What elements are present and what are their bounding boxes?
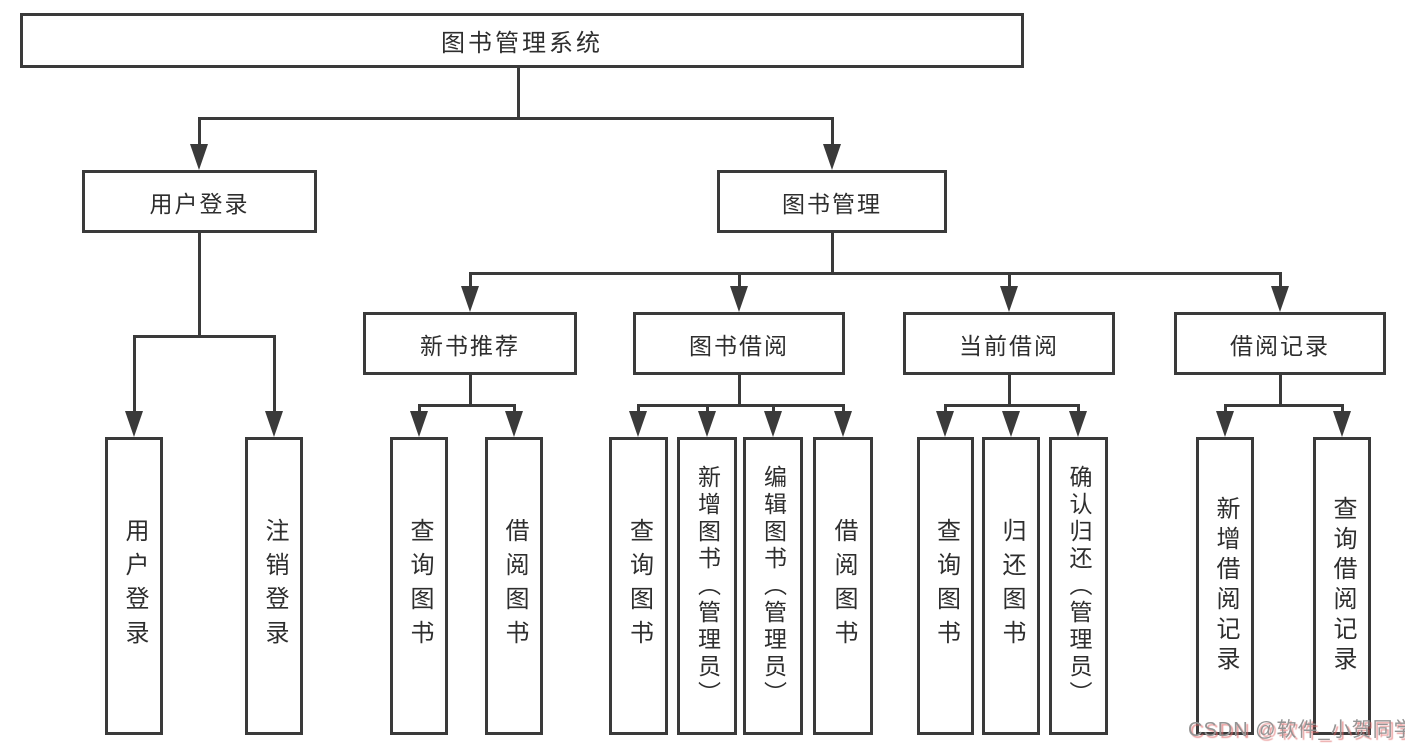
connector-line bbox=[705, 404, 709, 416]
connector-line bbox=[1007, 272, 1011, 290]
node-book-borrowing-label: 图书借阅 bbox=[689, 332, 789, 359]
node-current-borrowing-label: 当前借阅 bbox=[959, 332, 1059, 359]
leaf-logout: 注销登录 bbox=[245, 437, 303, 735]
leaf-newbooks-query-books: 查询图书 bbox=[390, 437, 448, 735]
leaf-borrowing-borrow-books: 借阅图书 bbox=[813, 437, 873, 735]
connector-line bbox=[272, 335, 276, 415]
connector-line bbox=[132, 335, 276, 338]
node-borrowing-records: 借阅记录 bbox=[1174, 312, 1386, 375]
arrowhead bbox=[834, 411, 852, 437]
leaf-current-query-books: 查询图书 bbox=[917, 437, 974, 735]
connector-line bbox=[1278, 272, 1282, 290]
connector-line bbox=[417, 404, 516, 407]
node-book-borrowing: 图书借阅 bbox=[633, 312, 845, 375]
node-book-management-label: 图书管理 bbox=[782, 190, 882, 217]
leaf-current-return-books-label: 归还图书 bbox=[998, 518, 1025, 654]
leaf-records-query-record-label: 查询借阅记录 bbox=[1329, 496, 1356, 676]
node-new-book-recommend: 新书推荐 bbox=[363, 312, 577, 375]
arrowhead bbox=[505, 411, 523, 437]
arrowhead bbox=[823, 144, 841, 170]
connector-line bbox=[417, 404, 421, 416]
csdn-watermark: CSDN @软件_小贺同学 bbox=[1188, 719, 1405, 741]
arrowhead bbox=[1271, 286, 1289, 312]
connector-line bbox=[830, 117, 834, 148]
leaf-logout-label: 注销登录 bbox=[261, 518, 288, 654]
connector-line bbox=[197, 117, 201, 148]
connector-line bbox=[737, 375, 741, 407]
node-root-label: 图书管理系统 bbox=[441, 30, 603, 57]
leaf-current-confirm-return-admin-label: 确认归还（管理员） bbox=[1066, 464, 1092, 708]
arrowhead bbox=[265, 411, 283, 437]
arrowhead bbox=[936, 411, 954, 437]
connector-line bbox=[636, 404, 845, 407]
connector-line bbox=[737, 272, 741, 290]
node-book-management: 图书管理 bbox=[717, 170, 947, 233]
leaf-borrowing-add-books-admin-label: 新增图书（管理员） bbox=[694, 464, 721, 708]
arrowhead bbox=[1333, 411, 1351, 437]
connector-line bbox=[1340, 404, 1344, 416]
node-new-book-recommend-label: 新书推荐 bbox=[420, 332, 520, 359]
arrowhead bbox=[764, 411, 782, 437]
leaf-borrowing-query-books: 查询图书 bbox=[609, 437, 668, 735]
leaf-borrowing-add-books-admin: 新增图书（管理员） bbox=[677, 437, 737, 735]
connector-line bbox=[468, 375, 472, 407]
arrowhead bbox=[461, 286, 479, 312]
arrowhead bbox=[698, 411, 716, 437]
connector-line bbox=[944, 404, 1080, 407]
connector-line bbox=[468, 272, 1282, 275]
connector-line bbox=[512, 404, 516, 416]
connector-line bbox=[197, 117, 834, 120]
node-root: 图书管理系统 bbox=[20, 13, 1024, 68]
leaf-records-add-record: 新增借阅记录 bbox=[1196, 437, 1254, 735]
arrowhead bbox=[190, 144, 208, 170]
node-user-login: 用户登录 bbox=[82, 170, 317, 233]
connector-line bbox=[1223, 404, 1344, 407]
connector-line bbox=[468, 272, 472, 290]
arrowhead bbox=[1069, 411, 1087, 437]
arrowhead bbox=[1216, 411, 1234, 437]
leaf-records-add-record-label: 新增借阅记录 bbox=[1212, 496, 1239, 676]
leaf-user-login: 用户登录 bbox=[105, 437, 163, 735]
node-borrowing-records-label: 借阅记录 bbox=[1230, 332, 1330, 359]
connector-line bbox=[132, 335, 136, 415]
leaf-borrowing-query-books-label: 查询图书 bbox=[625, 518, 653, 654]
arrowhead bbox=[1000, 286, 1018, 312]
leaf-borrowing-edit-books-admin: 编辑图书（管理员） bbox=[743, 437, 803, 735]
arrowhead bbox=[730, 286, 748, 312]
arrowhead bbox=[629, 411, 647, 437]
arrowhead bbox=[410, 411, 428, 437]
connector-line bbox=[841, 404, 845, 416]
connector-line bbox=[1278, 375, 1282, 407]
leaf-current-query-books-label: 查询图书 bbox=[932, 518, 960, 654]
arrowhead bbox=[125, 411, 143, 437]
leaf-user-login-label: 用户登录 bbox=[121, 518, 148, 654]
connector-line bbox=[830, 233, 834, 275]
connector-line bbox=[1007, 375, 1011, 407]
connector-line bbox=[1223, 404, 1227, 416]
node-current-borrowing: 当前借阅 bbox=[903, 312, 1115, 375]
arrowhead bbox=[1002, 411, 1020, 437]
connector-line bbox=[1077, 404, 1080, 416]
node-user-login-label: 用户登录 bbox=[149, 190, 250, 217]
leaf-current-return-books: 归还图书 bbox=[982, 437, 1040, 735]
leaf-newbooks-borrow-books: 借阅图书 bbox=[485, 437, 543, 735]
connector-line bbox=[944, 404, 947, 416]
leaf-current-confirm-return-admin: 确认归还（管理员） bbox=[1049, 437, 1108, 735]
connector-line bbox=[197, 233, 201, 338]
leaf-newbooks-query-books-label: 查询图书 bbox=[406, 518, 433, 654]
connector-line bbox=[516, 68, 520, 120]
leaf-borrowing-borrow-books-label: 借阅图书 bbox=[830, 518, 857, 654]
leaf-records-query-record: 查询借阅记录 bbox=[1313, 437, 1371, 735]
connector-line bbox=[771, 404, 775, 416]
leaf-borrowing-edit-books-admin-label: 编辑图书（管理员） bbox=[760, 464, 787, 708]
leaf-newbooks-borrow-books-label: 借阅图书 bbox=[501, 518, 528, 654]
connector-line bbox=[636, 404, 640, 416]
